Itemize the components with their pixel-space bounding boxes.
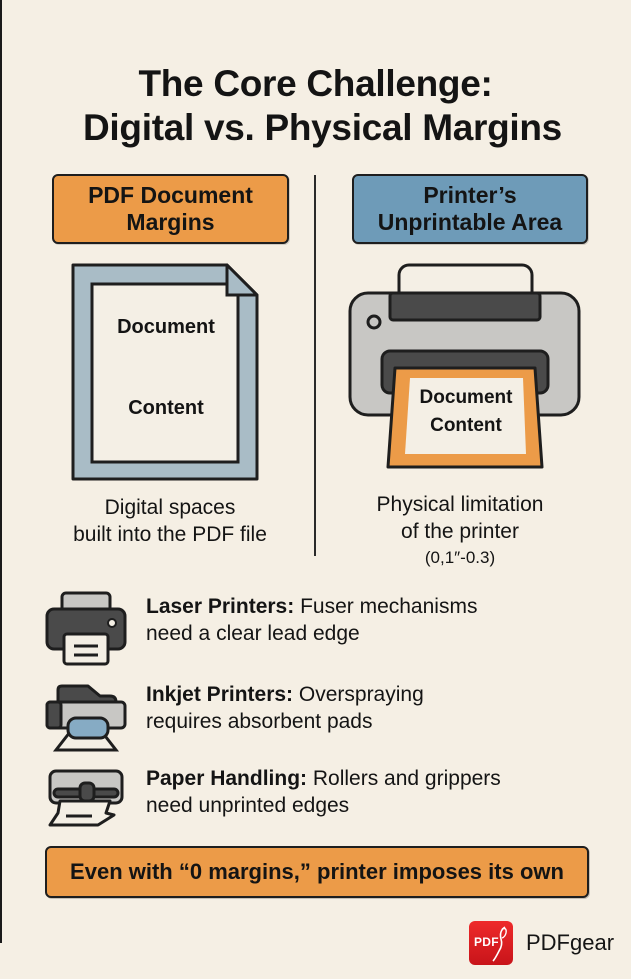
list-item-laser: Laser Printers: Fuser mechanisms need a … — [44, 590, 604, 666]
page-title: The Core Challenge: Digital vs. Physical… — [0, 62, 631, 150]
unprintable-area-label: Printer’s Unprintable Area — [352, 174, 588, 244]
item-desc-line-2: need unprinted edges — [146, 794, 350, 817]
laser-item-text: Laser Printers: Fuser mechanisms need a … — [146, 593, 477, 647]
paper-roller-icon — [44, 765, 128, 834]
logo-text: PDF — [474, 935, 499, 949]
item-desc: Fuser mechanisms — [294, 595, 478, 618]
doc-text-2: Content — [128, 397, 204, 419]
pdfgear-brand: PDF PDFgear — [469, 921, 614, 965]
printed-doc-text-1: Document — [420, 387, 514, 408]
item-heading: Laser Printers: — [146, 595, 295, 618]
caption-line-2: built into the PDF file — [73, 523, 267, 546]
title-line-1: The Core Challenge: — [138, 63, 493, 104]
unprintable-area-caption: Physical limitation of the printer (0,1″… — [340, 491, 580, 571]
column-divider — [314, 175, 316, 556]
document-page-icon: Document Content — [71, 263, 259, 481]
brand-name: PDFgear — [526, 930, 615, 955]
laser-printer-icon — [44, 590, 128, 671]
caption-note: (0,1″-0.3) — [424, 548, 496, 567]
pdfgear-logo-icon: PDF — [469, 921, 513, 965]
printed-doc-text-2: Content — [430, 415, 502, 436]
inkjet-item-text: Inkjet Printers: Overspraying requires a… — [146, 681, 424, 735]
item-heading: Inkjet Printers: — [146, 683, 294, 706]
left-border — [0, 0, 2, 943]
item-heading: Paper Handling: — [146, 767, 308, 790]
pdf-margins-caption: Digital spaces built into the PDF file — [40, 494, 300, 548]
printer-icon: Document Content — [348, 263, 581, 469]
list-item-paper-handling: Paper Handling: Rollers and grippers nee… — [44, 765, 604, 837]
caption-line-1: Digital spaces — [104, 496, 236, 519]
caption-line-1: Physical limitation — [376, 493, 544, 516]
printer-illustration: Document Content — [348, 262, 582, 472]
summary-banner: Even with “0 margins,” printer imposes i… — [45, 846, 589, 898]
paper-handling-item-text: Paper Handling: Rollers and grippers nee… — [146, 765, 501, 819]
item-desc: Overspraying — [293, 683, 424, 706]
pdf-margins-label-line-1: PDF Document — [88, 182, 253, 208]
unprintable-label-line-1: Printer’s — [423, 182, 517, 208]
inkjet-printer-icon — [44, 680, 128, 757]
item-desc-line-2: requires absorbent pads — [146, 710, 373, 733]
pdf-margins-label: PDF Document Margins — [52, 174, 289, 244]
title-line-2: Digital vs. Physical Margins — [83, 107, 562, 148]
pdf-document-illustration: Document Content — [70, 262, 260, 482]
item-desc: Rollers and grippers — [307, 767, 501, 790]
pdf-margins-label-line-2: Margins — [126, 209, 215, 235]
doc-text-1: Document — [117, 316, 215, 338]
caption-line-2: of the printer — [401, 520, 519, 543]
list-item-inkjet: Inkjet Printers: Overspraying requires a… — [44, 680, 604, 752]
item-desc-line-2: need a clear lead edge — [146, 622, 360, 645]
unprintable-label-line-2: Unprintable Area — [377, 209, 563, 235]
